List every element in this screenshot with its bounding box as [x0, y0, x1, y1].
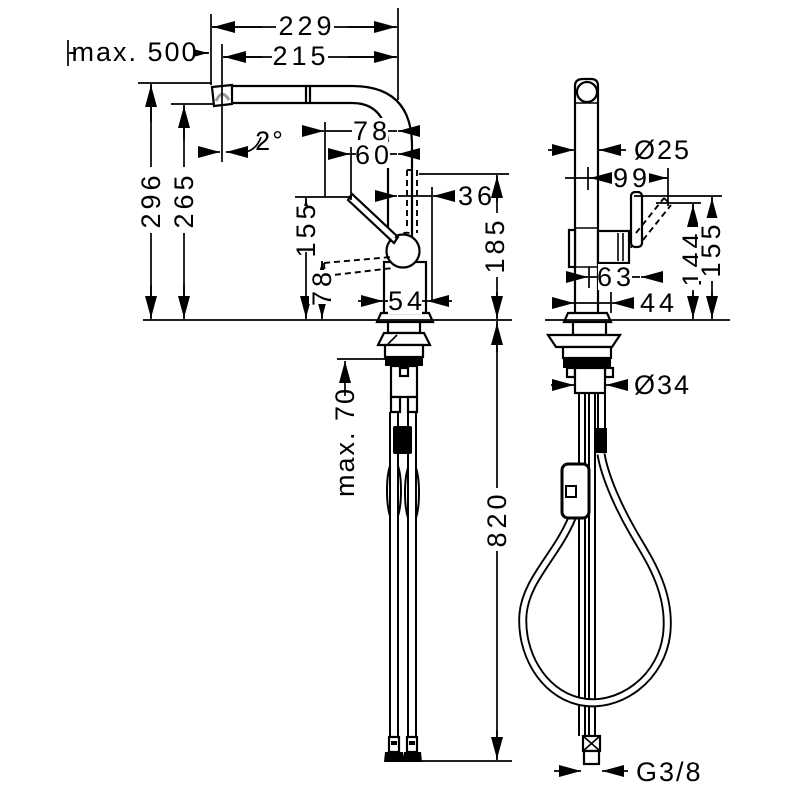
dim-label-78-horizontal: 78 [353, 116, 391, 146]
dim-label-155-side: 155 [696, 220, 726, 277]
hose-weight [560, 462, 591, 520]
handle-side [629, 190, 644, 249]
dimension-g38: G3/8 [554, 757, 703, 787]
faucet-front-view [210, 83, 435, 762]
g38-connector [581, 734, 602, 766]
hoses-side [518, 393, 672, 766]
dimension-dia34: Ø34 [551, 370, 691, 400]
dim-label-99: 99 [613, 163, 651, 193]
dimension-44: 44 [552, 288, 678, 318]
dimension-max70: max. 70 [330, 358, 417, 497]
hose-end-fitting-left [384, 735, 404, 762]
dim-label-36: 36 [458, 181, 496, 211]
handle-lever [346, 192, 400, 245]
dimension-36: 36 [375, 181, 496, 302]
dim-label-max500: max. 500 [71, 37, 198, 67]
hose-connector-block [393, 426, 412, 454]
dim-label-820: 820 [482, 490, 512, 547]
dimension-99: 99 [565, 163, 669, 206]
dimension-215: 215 [221, 41, 397, 162]
dim-label-max70: max. 70 [330, 387, 360, 497]
dimension-185: 185 [419, 173, 510, 319]
dimension-60: 60 [328, 140, 420, 200]
dimension-820: 820 [482, 321, 512, 760]
dim-label-215: 215 [272, 41, 329, 71]
column-top-cap [575, 80, 599, 104]
column [573, 77, 600, 313]
dim-label-dia25: Ø25 [634, 135, 691, 165]
dim-label-185: 185 [480, 216, 510, 273]
dim-label-296: 296 [136, 171, 166, 228]
dimension-54: 54 [358, 286, 452, 316]
dim-label-265: 265 [169, 171, 199, 228]
cartridge-block [596, 229, 631, 265]
dimension-155-front: 155 [291, 196, 352, 319]
dimension-229: 229 [210, 8, 399, 100]
pullout-hose-fitting [595, 428, 607, 453]
handle-lever-raised-dashed [394, 169, 418, 239]
dimension-78-horizontal: 78 [302, 116, 420, 197]
dim-label-g38: G3/8 [636, 757, 703, 787]
dimension-63: 63 [566, 262, 663, 292]
dimension-dia25: Ø25 [548, 135, 691, 165]
dim-label-63: 63 [597, 262, 635, 292]
hose-end-fitting-right [403, 735, 422, 762]
dimension-2deg: 2° [198, 126, 285, 158]
faucet-side-view [518, 77, 672, 766]
dim-label-78-vertical: 78 [307, 268, 337, 306]
dimension-155-side: 155 [634, 195, 726, 319]
dimension-78-vertical: 78 [307, 261, 337, 319]
dimension-265: 265 [169, 103, 213, 319]
supply-hoses-front [384, 412, 422, 762]
dim-label-dia34: Ø34 [634, 370, 691, 400]
dim-label-60: 60 [355, 140, 393, 170]
dim-label-229: 229 [278, 11, 335, 41]
dim-label-54: 54 [388, 286, 426, 316]
mounting-shank-side [545, 320, 623, 395]
spout-outer-curve [351, 84, 414, 238]
dimension-296: 296 [136, 82, 212, 319]
dimension-max500: max. 500 [67, 37, 209, 67]
body-collar [567, 228, 577, 269]
pullout-hose-loop [518, 453, 672, 708]
dim-label-2deg: 2° [255, 126, 285, 156]
mounting-shank-front [376, 320, 432, 414]
dim-label-155-front: 155 [291, 200, 321, 257]
dim-label-44: 44 [640, 288, 678, 318]
